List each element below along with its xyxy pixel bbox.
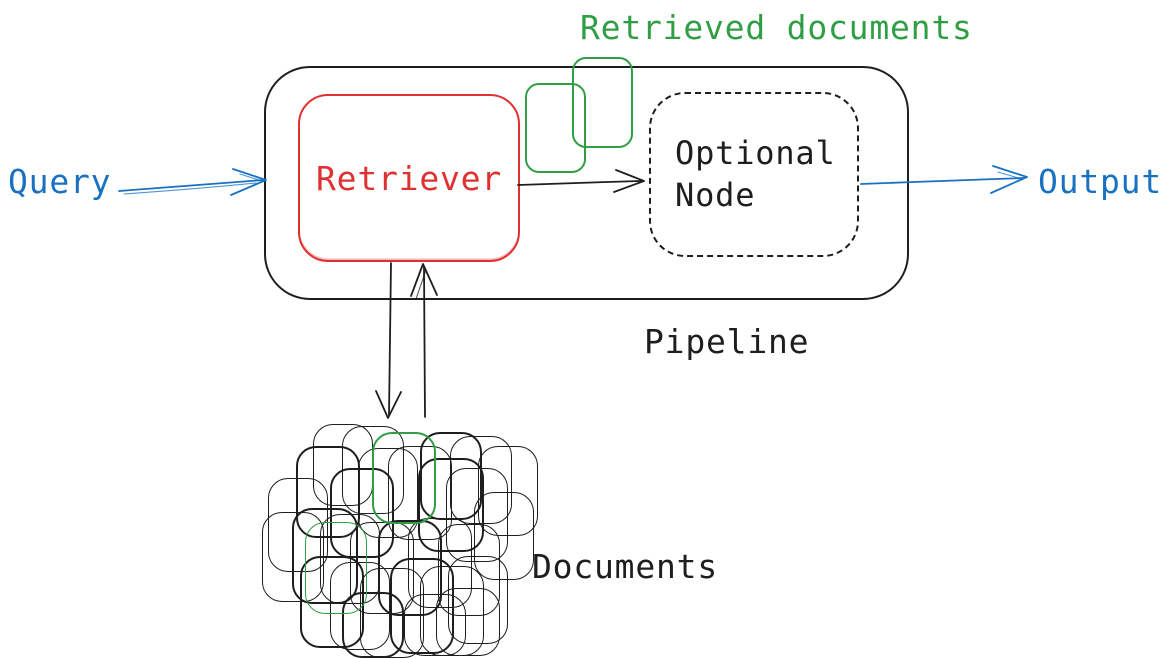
document-card	[296, 446, 360, 538]
query-label: Query	[8, 162, 112, 201]
document-card-green	[372, 432, 436, 524]
optional-node: Optional Node	[649, 92, 859, 257]
retrieved-document-card	[572, 57, 633, 148]
pipeline-label: Pipeline	[644, 322, 810, 361]
retrieved-document-card	[525, 83, 586, 173]
retriever-node: Retriever	[298, 94, 520, 262]
document-card	[404, 594, 466, 656]
output-label: Output	[1038, 162, 1163, 201]
document-card	[342, 592, 404, 658]
document-card	[474, 492, 534, 580]
document-card	[330, 468, 394, 558]
document-card	[478, 446, 538, 536]
optional-node-label: Optional Node	[675, 133, 836, 214]
documents-label: Documents	[532, 547, 719, 586]
document-card-green	[305, 522, 367, 614]
document-card	[436, 588, 500, 656]
retriever-label: Retriever	[315, 158, 502, 198]
retrieved-documents-label: Retrieved documents	[580, 8, 973, 47]
